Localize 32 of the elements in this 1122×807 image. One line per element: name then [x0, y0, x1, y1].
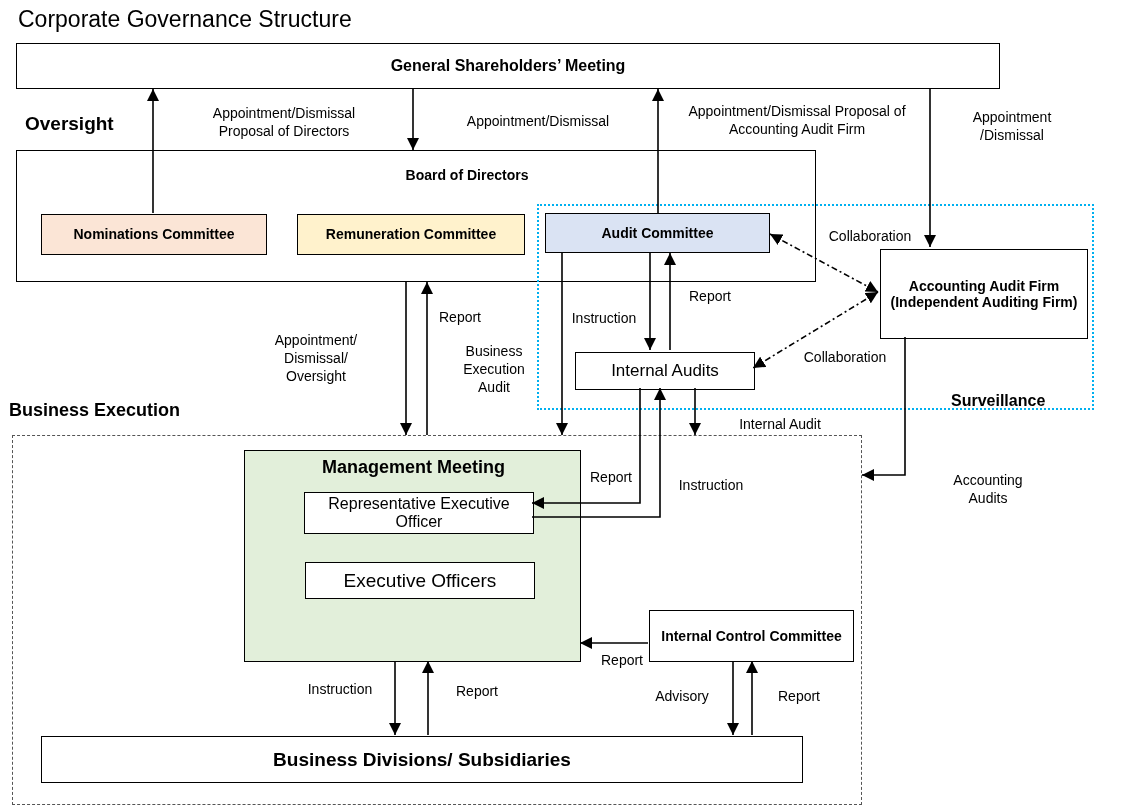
arrow	[664, 252, 676, 351]
arrow	[746, 660, 758, 736]
group-title: Surveillance	[951, 392, 1046, 410]
officer-box: Representative Executive Officer	[304, 492, 534, 534]
group-title: Business Execution	[9, 400, 181, 421]
arrow	[400, 281, 412, 436]
arrow	[422, 660, 434, 736]
arrow	[579, 637, 649, 649]
committee-box: Remuneration Committee	[297, 214, 525, 255]
arrow	[556, 252, 568, 436]
arrow	[727, 660, 739, 736]
arrow	[407, 88, 419, 151]
section-label: Oversight	[25, 113, 114, 135]
group-title: Board of Directors	[404, 167, 530, 183]
diagram-title: Corporate Governance Structure	[18, 6, 352, 33]
meeting-panel	[244, 450, 581, 662]
committee-box: Audit Committee	[545, 213, 770, 253]
arrow	[644, 252, 656, 351]
officer-box: Executive Officers	[305, 562, 535, 599]
committee-box: Internal Control Committee	[649, 610, 854, 662]
arrow	[421, 281, 433, 436]
process-box: Internal Audits	[575, 352, 755, 390]
arrow	[652, 88, 664, 214]
committee-box: Nominations Committee	[41, 214, 267, 255]
arrow	[147, 88, 159, 214]
meeting-box: General Shareholders’ Meeting	[16, 43, 1000, 89]
firm-box: Accounting Audit Firm (Independent Auditing Firm)	[880, 249, 1088, 339]
division-box: Business Divisions/ Subsidiaries	[41, 736, 803, 783]
arrow	[389, 660, 401, 736]
arrow	[924, 88, 936, 248]
double-arrow	[769, 233, 879, 293]
group-title: Management Meeting	[321, 457, 506, 478]
